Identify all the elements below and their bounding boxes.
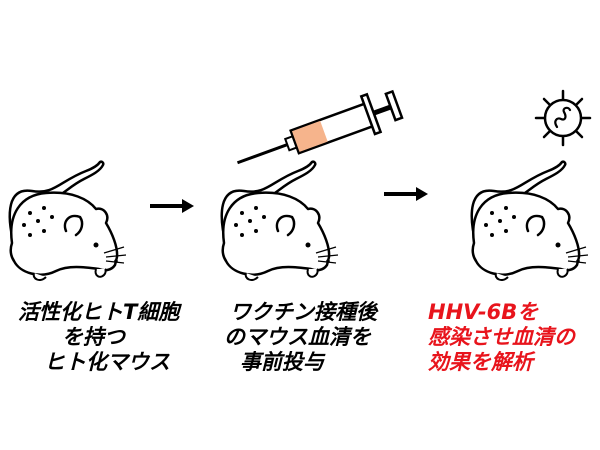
step-1-line-3: ヒト化マウス	[44, 350, 170, 374]
step-3-line-2: 感染させ血清の	[428, 325, 575, 349]
mouse-icon	[220, 160, 340, 282]
step-1-line-2: を持つ	[62, 325, 125, 349]
step-3-line-3: 効果を解析	[428, 350, 533, 374]
arrow-right-icon	[148, 197, 196, 215]
step-3-line-1: HHV-6Bを	[428, 300, 539, 324]
step-2-line-1: ワクチン接種後	[230, 300, 377, 324]
virus-icon	[534, 89, 592, 147]
step-2-line-2: のマウス血清を	[224, 325, 371, 349]
arrow-right-icon	[382, 185, 430, 203]
step-3-caption: HHV-6Bを 感染させ血清の 効果を解析	[428, 300, 575, 375]
mouse-icon	[470, 160, 590, 282]
syringe-icon	[236, 89, 404, 165]
step-1-line-1: 活性化ヒトT細胞	[18, 300, 180, 324]
step-1-caption: 活性化ヒトT細胞 を持つ ヒト化マウス	[18, 300, 179, 375]
step-2-line-3: 事前投与	[240, 350, 324, 374]
mouse-icon	[8, 160, 128, 282]
step-2-caption: ワクチン接種後 のマウス血清を 事前投与	[224, 300, 377, 375]
